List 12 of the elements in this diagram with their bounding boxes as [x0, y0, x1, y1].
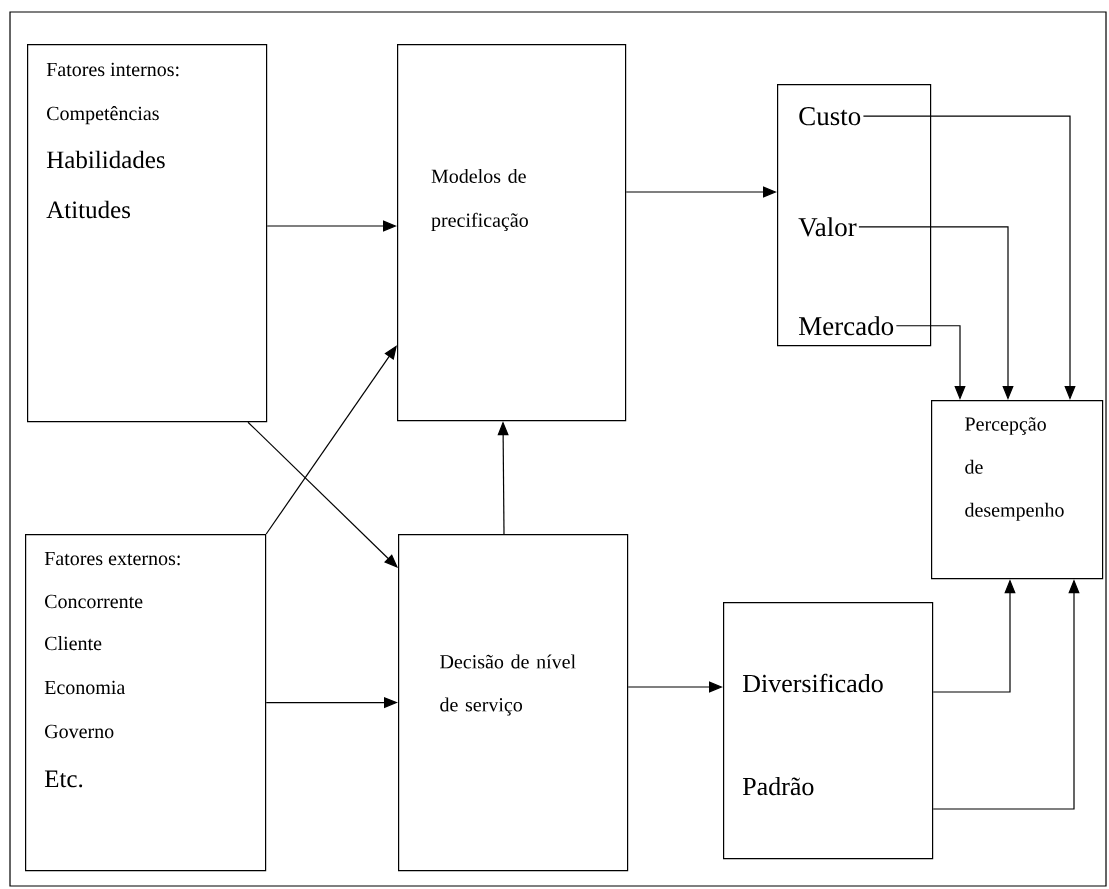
result-box: Percepção de desempenho [931, 400, 1104, 580]
list-item: Valor [798, 217, 857, 237]
arrow [247, 421, 398, 568]
arrow [265, 345, 397, 535]
factor-box: Fatores internos: Competências Habilidades Atitudes [27, 44, 268, 423]
process-box: Modelos de precificação [397, 44, 627, 422]
group-box [777, 84, 932, 347]
factor-box: Fatores externos: Concorrente Cliente Economia Governo Etc. [25, 534, 267, 872]
process-box: Decisão de nível de serviço [398, 534, 629, 872]
list-item: Custo [799, 107, 861, 126]
list-item: Mercado [799, 316, 894, 336]
option-box: Diversificado Padrão [723, 602, 934, 860]
